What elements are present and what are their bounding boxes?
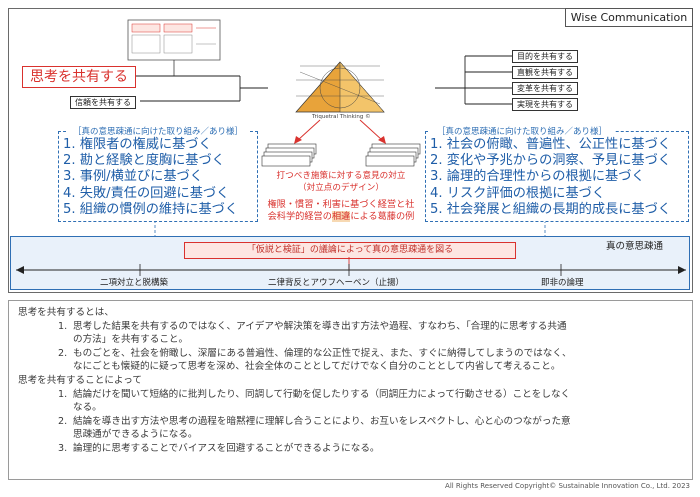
item-number: 2. xyxy=(58,347,68,359)
pyramid-graphic xyxy=(295,61,385,113)
right-share-box-4: 実現を共有する xyxy=(512,98,578,111)
copyright-footer: All Rights Reserved Copyright© Sustainab… xyxy=(445,482,690,490)
document-stack-left xyxy=(261,143,317,167)
item-line: 論理的に思考することでバイアスを回避することができるようになる。 xyxy=(73,442,380,454)
list-item: 1. 社会の俯瞰、普遍性、公正性に基づく xyxy=(430,137,671,152)
item-line: なにごとも懐疑的に疑って思考を深め、社会全体のこととしてだけでなく自分のこととし… xyxy=(73,361,561,373)
right-panel-list: 1. 社会の俯瞰、普遍性、公正性に基づく 2. 変化や予兆からの洞察、予見に基づ… xyxy=(430,137,688,218)
item-body: ものごとを、社会を俯瞰し、深層にある普遍性、倫理的な公正性で捉え、また、すぐに納… xyxy=(73,347,572,374)
list-item: 2. 変化や予兆からの洞察、予見に基づく xyxy=(430,153,671,169)
list-item: 4. リスク評価の根拠に基づく xyxy=(430,185,606,201)
document-stack-right xyxy=(365,143,421,167)
item-line: 思考した結果を共有するのではなく、アイデアや解決策を導き出す方法や過程、すなわち… xyxy=(73,320,567,332)
diagram-graphics xyxy=(127,19,546,249)
list-item: 3. 事例/横並びに基づく xyxy=(63,169,203,185)
item-line: 思疎通ができるようになる。 xyxy=(73,429,198,441)
list-item: 1. 結論だけを聞いて短絡的に批判したり、同調して行動を促したりする（同調圧力に… xyxy=(58,388,684,415)
item-line: 結論を導き出す方法や思考の過程を暗黙裡に理解し合うことにより、お互いをレスペクト… xyxy=(73,415,571,427)
right-share-box-1: 目的を共有する xyxy=(512,50,578,63)
highlight-difference: 相違 xyxy=(331,211,351,222)
right-share-box-2: 直観を共有する xyxy=(512,66,578,79)
conflict-example-part: 会科学的経営の xyxy=(267,211,332,222)
item-body: 結論だけを聞いて短絡的に批判したり、同調して行動を促したりする（同調圧力によって… xyxy=(73,388,570,415)
item-body: 論理的に思考することでバイアスを回避することができるようになる。 xyxy=(73,442,380,456)
list-item: 4. 失敗/責任の回避に基づく xyxy=(63,185,230,201)
conflict-example-line2: 会科学的経営の相違による葛藤の例 xyxy=(262,211,420,223)
list-item: 3. 論理的合理性からの根拠に基づく xyxy=(430,169,645,185)
right-share-box-3: 変革を共有する xyxy=(512,82,578,95)
band-title: 真の意思疎通 xyxy=(606,241,664,252)
hypothesis-box: 「仮説と検証」の議論によって真の意思疎通を図る xyxy=(184,242,516,259)
list-item: 2. 勘と経験と度胸に基づく xyxy=(63,153,225,169)
item-number: 1. xyxy=(58,388,68,400)
list-item: 5. 組織の慣例の維持に基づく xyxy=(63,201,239,217)
center-caption: 打つべき施策に対する意見の対立 （対立点のデザイン） 権限・慣習・利害に基づく経… xyxy=(262,170,420,223)
list-item: 2. 結論を導き出す方法や思考の過程を暗黙裡に理解し合うことにより、お互いをレス… xyxy=(58,415,684,442)
conflict-example-part: による葛藤の例 xyxy=(350,211,415,222)
axis-graphics xyxy=(16,257,686,276)
true-communication-band xyxy=(10,236,690,290)
intro-line-2: 思考を共有することによって xyxy=(18,374,142,386)
list-item: 1. 権限者の権威に基づく xyxy=(63,137,212,152)
item-body: 結論を導き出す方法や思考の過程を暗黙裡に理解し合うことにより、お互いをレスペクト… xyxy=(73,415,571,442)
left-panel-list: 1. 権限者の権威に基づく 2. 勘と経験と度胸に基づく 3. 事例/横並びに基… xyxy=(63,137,257,218)
item-body: 思考した結果を共有するのではなく、アイデアや解決策を導き出す方法や過程、すなわち… xyxy=(73,320,567,347)
intro-line: 思考を共有するとは、 xyxy=(18,307,114,318)
item-number: 3. xyxy=(58,442,68,454)
trust-share-box: 信頼を共有する xyxy=(70,96,136,109)
item-line: ものごとを、社会を俯瞰し、深層にある普遍性、倫理的な公正性で捉え、また、すぐに納… xyxy=(73,347,572,359)
right-panel-title: ［真の意思疎通に向けた取り組み／あり様］ xyxy=(430,125,614,137)
list-item: 1. 思考した結果を共有するのではなく、アイデアや解決策を導き出す方法や過程、す… xyxy=(58,320,684,347)
item-line: の方法」を共有すること。 xyxy=(73,334,189,346)
item-number: 1. xyxy=(58,320,68,332)
share-thinking-title: 思考を共有する xyxy=(22,66,136,88)
left-panel: ［真の意思疎通に向けた取り組み／あり様］ 1. 権限者の権威に基づく 2. 勘と… xyxy=(58,125,258,222)
axis-label-left: 二項対立と脱構築 xyxy=(100,278,169,288)
axis-label-middle: 二律背反とアウフヘーベン（止揚） xyxy=(268,278,405,288)
brand-label: Wise Communication xyxy=(565,8,693,27)
conflict-line: 打つべき施策に対する意見の対立 xyxy=(276,171,406,181)
list-item: 3. 論理的に思考することでバイアスを回避することができるようになる。 xyxy=(58,442,684,456)
left-panel-title: ［真の意思疎通に向けた取り組み／あり様］ xyxy=(66,125,250,137)
explanation-text: 思考を共有するとは、 1. 思考した結果を共有するのではなく、アイデアや解決策を… xyxy=(18,306,684,456)
item-number: 2. xyxy=(58,415,68,427)
text-frame xyxy=(8,300,693,480)
axis-label-right: 即非の論理 xyxy=(541,278,584,288)
conflict-example-line1: 権限・慣習・利害に基づく経営と社 xyxy=(267,199,415,210)
item-line: なる。 xyxy=(73,402,102,414)
chart-thumbnail xyxy=(127,19,221,61)
list-item: 2. ものごとを、社会を俯瞰し、深層にある普遍性、倫理的な公正性で捉え、また、す… xyxy=(58,347,684,374)
list-item: 5. 社会発展と組織の長期的成長に基づく xyxy=(430,201,671,217)
right-panel: ［真の意思疎通に向けた取り組み／あり様］ 1. 社会の俯瞰、普遍性、公正性に基づ… xyxy=(425,125,689,222)
diagram-frame xyxy=(8,8,693,293)
pyramid-caption: Triquetral Thinking © xyxy=(312,114,371,120)
conflict-design-line: （対立点のデザイン） xyxy=(298,183,384,193)
item-line: 結論だけを聞いて短絡的に批判したり、同調して行動を促したりする（同調圧力によって… xyxy=(73,388,571,400)
